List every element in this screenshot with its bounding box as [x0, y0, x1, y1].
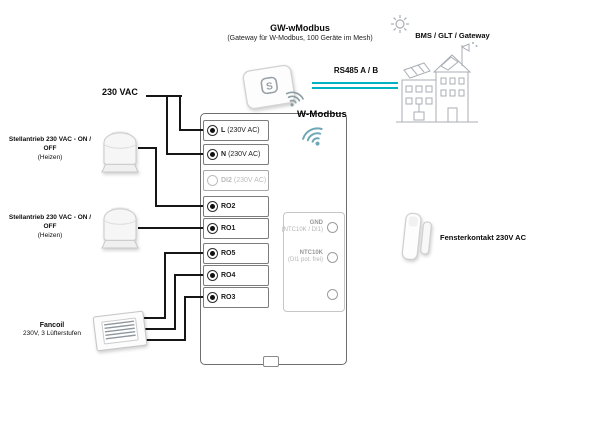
terminal-row-RO4: RO4 — [203, 265, 269, 286]
terminal-point-icon — [207, 223, 218, 234]
sun-icon — [390, 14, 410, 34]
terminal-label: RO1 — [221, 225, 236, 232]
spare-terminal-circle — [327, 289, 338, 300]
actuator2-label: Stellantrieb 230 VAC - ON / OFF (Heizen) — [8, 214, 92, 239]
wire-segment — [184, 296, 186, 341]
wire-segment — [164, 252, 166, 319]
wire-segment — [184, 296, 207, 298]
terminal-row-RO5: RO5 — [203, 243, 269, 264]
terminal-point-icon — [207, 201, 218, 212]
terminal-label: RO2 — [221, 203, 236, 210]
gateway-title: GW-wModbus — [270, 23, 330, 33]
terminal-label: DI2(230V AC) — [221, 177, 267, 184]
terminal-label: RO5 — [221, 250, 236, 257]
ntc10k-terminal-circle — [327, 252, 338, 263]
terminal-label: L(230V AC) — [221, 127, 260, 134]
terminal-point-icon — [207, 248, 218, 259]
terminal-point-icon — [207, 292, 218, 303]
gnd-terminal-label: GND (NTC10K / DI1) — [281, 220, 323, 234]
terminal-row-DI2: DI2(230V AC) — [203, 170, 269, 191]
power-supply-label: 230 VAC — [102, 87, 138, 97]
wifi-icon-gateway — [281, 87, 307, 111]
terminal-point-icon — [207, 175, 218, 186]
terminal-point-icon — [207, 270, 218, 281]
wmodbus-label: W-Modbus — [297, 109, 347, 120]
actuator1-device — [97, 121, 143, 175]
terminal-label: RO3 — [221, 294, 236, 301]
wire-segment — [155, 205, 207, 207]
ntc10k-terminal-label: NTC10K (DI1 pot. frei) — [287, 250, 323, 264]
gateway-device: S — [236, 58, 302, 116]
gateway-device-icon: S — [242, 64, 296, 110]
terminal-point-icon — [207, 149, 218, 160]
rs485-line-a — [312, 82, 398, 84]
terminal-row-N: N(230V AC) — [203, 144, 269, 165]
terminal-row-RO2: RO2 — [203, 196, 269, 217]
gnd-terminal-circle — [327, 222, 338, 233]
din-rail-clip — [263, 356, 279, 367]
terminal-row-L: L(230V AC) — [203, 120, 269, 141]
actuator-icon — [101, 207, 139, 249]
rs485-label: RS485 A / B — [333, 66, 379, 75]
wire-segment — [146, 95, 182, 97]
wire-segment — [174, 274, 207, 276]
wifi-icon-wmodbus — [297, 121, 330, 153]
terminal-label: RO4 — [221, 272, 236, 279]
fancoil-device — [90, 305, 150, 357]
actuator2-device — [97, 197, 143, 251]
terminal-row-RO3: RO3 — [203, 287, 269, 308]
window-contact-device — [397, 209, 437, 267]
terminal-label: N(230V AC) — [221, 151, 261, 158]
wire-segment — [144, 339, 186, 341]
window-contact-icon — [401, 212, 432, 261]
wire-segment — [138, 227, 207, 229]
terminal-row-RO1: RO1 — [203, 218, 269, 239]
fancoil-icon — [92, 310, 148, 352]
fancoil-label: Fancoil 230V, 3 Lüfterstufen — [23, 322, 81, 338]
wire-segment — [138, 147, 157, 149]
gateway-subtitle: (Gateway für W-Modbus, 100 Geräte im Mes… — [227, 35, 373, 42]
wire-segment — [166, 95, 168, 155]
actuator1-label: Stellantrieb 230 VAC - ON / OFF (Heizen) — [8, 136, 92, 161]
wire-segment — [164, 252, 207, 254]
wire-segment — [166, 153, 207, 155]
wire-segment — [144, 317, 166, 319]
sentera-logo: S — [265, 81, 274, 93]
rs485-line-b — [312, 87, 398, 89]
wire-segment — [174, 274, 176, 330]
actuator-icon — [101, 131, 139, 173]
wire-segment — [179, 95, 181, 131]
terminal-point-icon — [207, 125, 218, 136]
wire-segment — [155, 147, 157, 207]
wire-segment — [144, 328, 176, 330]
wire-segment — [179, 129, 207, 131]
bms-building — [394, 40, 484, 140]
building-icon — [396, 42, 478, 123]
window-contact-label: Fensterkontakt 230V AC — [440, 233, 527, 242]
bms-label: BMS / GLT / Gateway — [415, 31, 490, 40]
